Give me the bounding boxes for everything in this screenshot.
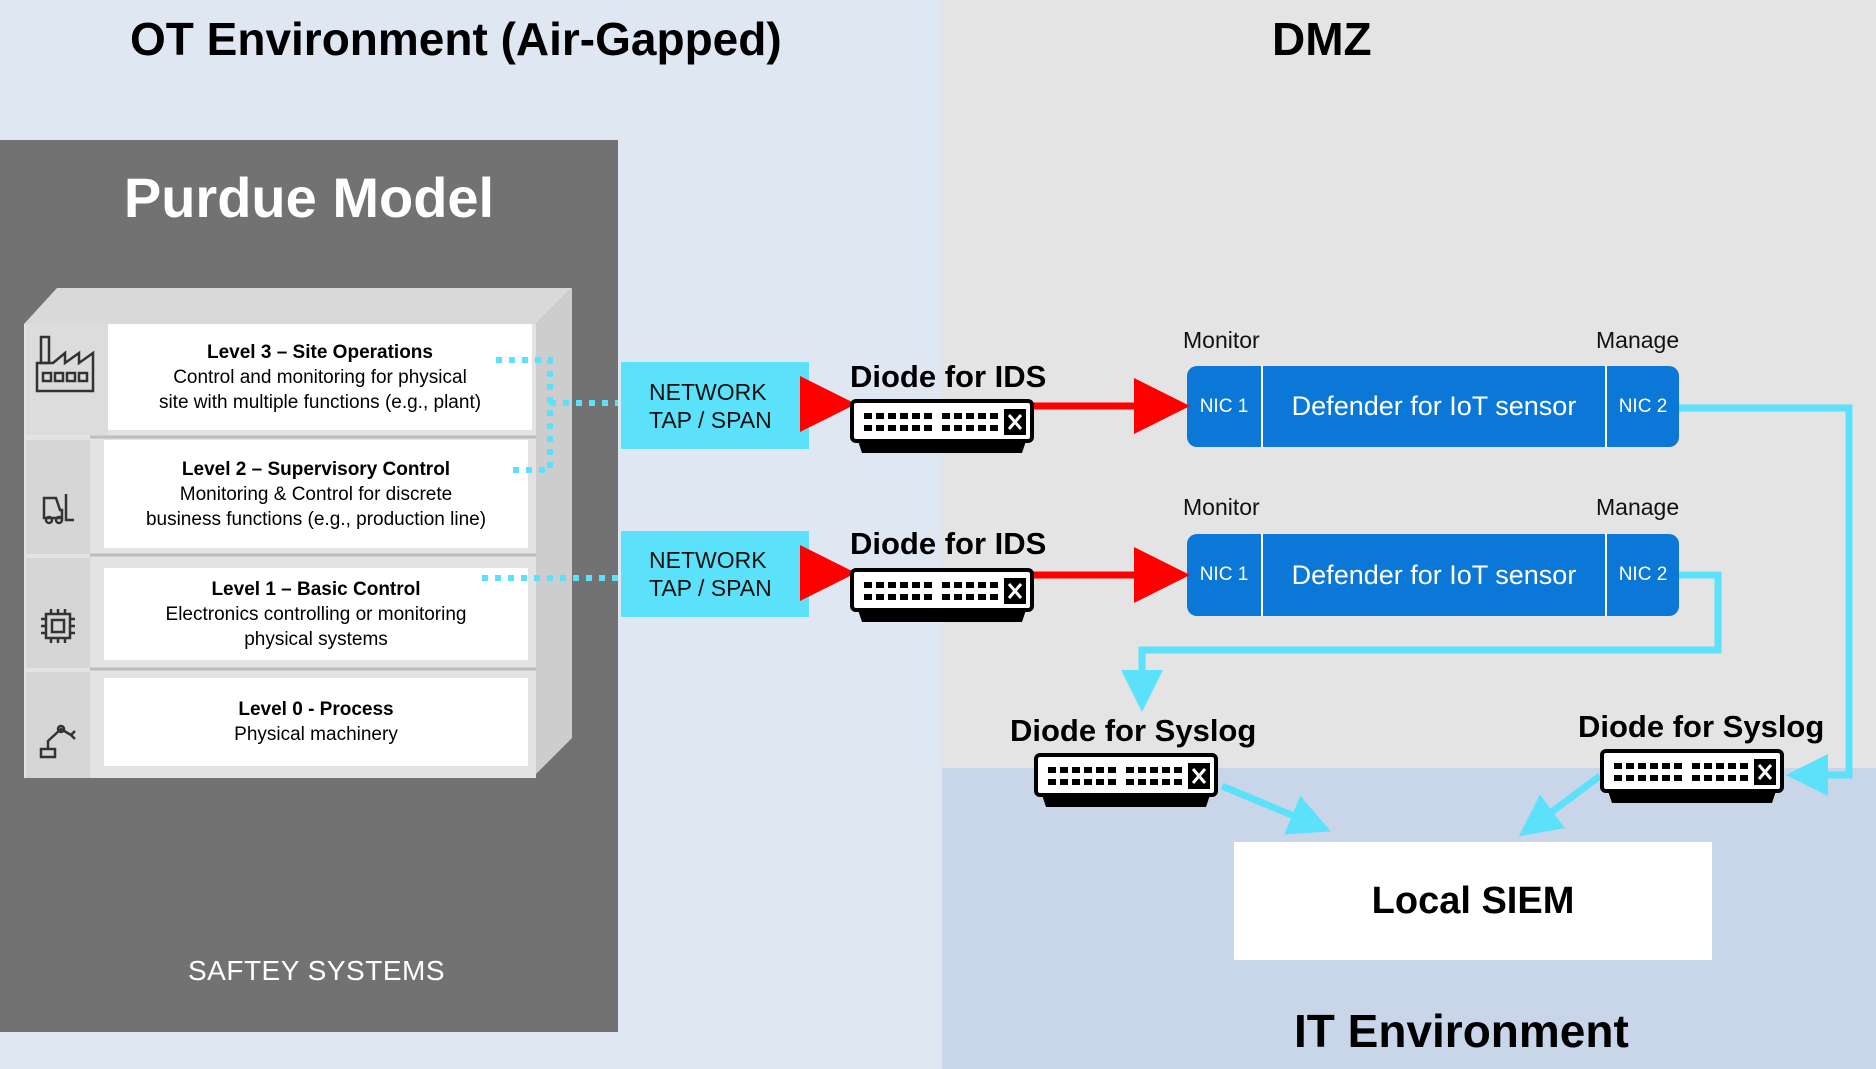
sensor-1-name: Defender for IoT sensor bbox=[1291, 391, 1577, 421]
forklift-icon bbox=[30, 480, 86, 536]
level-0-desc-1: Physical machinery bbox=[234, 724, 398, 745]
level-1-title: Level 1 – Basic Control bbox=[211, 578, 421, 600]
chip-icon bbox=[30, 598, 86, 654]
network-tap-2-line2: TAP / SPAN bbox=[649, 575, 772, 601]
sensor2-to-syslog-diode-line bbox=[1121, 571, 1722, 712]
defender-sensor-2: NIC 1 Defender for IoT sensor NIC 2 bbox=[1187, 534, 1679, 616]
level-3-desc-2: site with multiple functions (e.g., plan… bbox=[158, 391, 482, 413]
manage-label-2: Manage bbox=[1596, 494, 1680, 520]
manage-label-1: Manage bbox=[1596, 327, 1680, 353]
purdue-model-title: Purdue Model bbox=[123, 166, 495, 229]
safety-systems-label: SAFTEY SYSTEMS bbox=[188, 955, 445, 986]
diode-syslog-2-device bbox=[1600, 749, 1784, 805]
network-tap-2: NETWORK TAP / SPAN bbox=[621, 531, 809, 617]
sensor-1-nic1: NIC 1 bbox=[1187, 366, 1263, 447]
sensor1-to-syslog-diode-line bbox=[1679, 404, 1853, 796]
level-3-title: Level 3 – Site Operations bbox=[207, 341, 433, 363]
level-1-desc-2: physical systems bbox=[244, 628, 388, 650]
level-2-desc-1: Monitoring & Control for discrete bbox=[179, 483, 453, 505]
diode-ids-2-device bbox=[850, 568, 1034, 624]
diode-ids-1-label: Diode for IDS bbox=[850, 359, 1047, 394]
ot-zone-title: OT Environment (Air-Gapped) bbox=[130, 13, 782, 65]
level-0-box: Level 0 - Process Physical machinery bbox=[104, 678, 528, 766]
level-2-title: Level 2 – Supervisory Control bbox=[181, 458, 451, 480]
network-tap-1-line2: TAP / SPAN bbox=[649, 406, 772, 433]
monitor-label-2: Monitor bbox=[1183, 494, 1260, 520]
network-tap-1-line1: NETWORK bbox=[649, 378, 767, 405]
level-2-desc-2: business functions (e.g., production lin… bbox=[145, 508, 487, 530]
sensor-2-nic1: NIC 1 bbox=[1187, 534, 1263, 616]
diode-syslog-1-label: Diode for Syslog bbox=[1010, 713, 1257, 748]
robot-arm-icon bbox=[30, 712, 86, 768]
diode-syslog-2-label: Diode for Syslog bbox=[1578, 709, 1825, 744]
level-2-box: Level 2 – Supervisory Control Monitoring… bbox=[104, 440, 528, 548]
level-3-desc-1: Control and monitoring for physical bbox=[173, 366, 467, 388]
dmz-zone-title: DMZ bbox=[1272, 13, 1372, 65]
local-siem-box: Local SIEM bbox=[1234, 842, 1712, 960]
level-1-desc-1: Electronics controlling or monitoring bbox=[165, 603, 467, 625]
network-tap-1: NETWORK TAP / SPAN bbox=[621, 362, 809, 449]
level3-to-tap-dotted bbox=[496, 357, 553, 473]
monitor-label-1: Monitor bbox=[1183, 327, 1260, 353]
syslog1-to-siem-arrow bbox=[1220, 782, 1331, 835]
it-zone-title: IT Environment bbox=[1294, 1005, 1629, 1057]
level-1-box: Level 1 – Basic Control Electronics cont… bbox=[104, 568, 528, 660]
sensor-2-nic2: NIC 2 bbox=[1605, 534, 1679, 616]
factory-icon bbox=[30, 328, 102, 400]
syslog2-to-siem-arrow bbox=[1518, 773, 1603, 837]
diode-syslog-1-device bbox=[1034, 753, 1218, 809]
network-tap-2-line1: NETWORK bbox=[649, 547, 767, 573]
sensor-2-name: Defender for IoT sensor bbox=[1291, 559, 1577, 590]
level-3-box: Level 3 – Site Operations Control and mo… bbox=[108, 324, 532, 430]
level-0-title: Level 0 - Process bbox=[238, 699, 394, 720]
diode-ids-1-device bbox=[850, 399, 1034, 455]
sensor-1-nic2: NIC 2 bbox=[1605, 366, 1679, 447]
defender-sensor-1: NIC 1 Defender for IoT sensor NIC 2 bbox=[1187, 366, 1679, 447]
diode-ids-2-label: Diode for IDS bbox=[850, 526, 1047, 561]
